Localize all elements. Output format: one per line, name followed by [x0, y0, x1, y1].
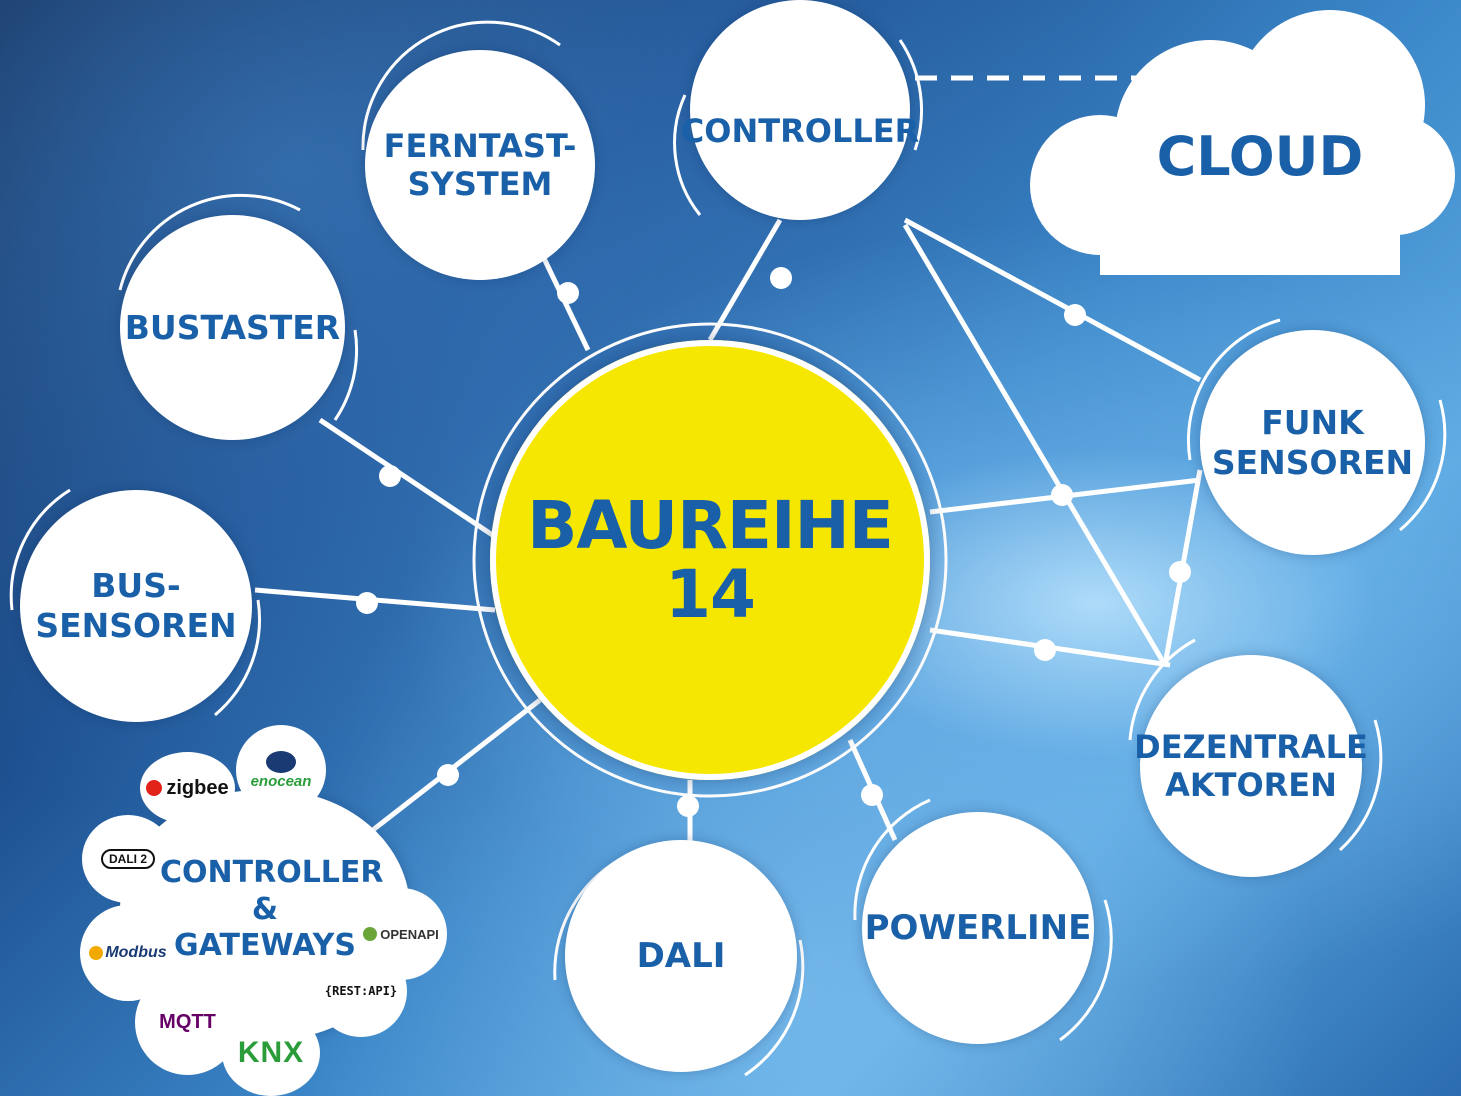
node-bus-sensoren[interactable]: BUS- SENSOREN — [20, 490, 252, 722]
node-controller[interactable]: CONTROLLER — [681, 0, 919, 220]
cloud-shape — [1030, 10, 1455, 275]
gateway-label: CONTROLLER & GATEWAYS — [160, 855, 384, 964]
node-powerline[interactable]: POWERLINE — [862, 812, 1094, 1044]
cloud-label: CLOUD — [1156, 125, 1364, 188]
node-dali-label: DALI — [636, 935, 726, 976]
node-ferntast-system[interactable]: FERNTAST- SYSTEM — [365, 50, 595, 280]
knx-logo: KNX — [222, 1010, 320, 1096]
node-ferntast-label: FERNTAST- SYSTEM — [383, 126, 577, 203]
node-funk-label: FUNK SENSOREN — [1211, 402, 1414, 482]
enocean-logo: enocean — [236, 725, 326, 815]
node-funk-sensoren[interactable]: FUNK SENSOREN — [1200, 330, 1425, 555]
node-dali[interactable]: DALI — [565, 840, 797, 1072]
node-bustaster[interactable]: BUSTASTER — [120, 215, 345, 440]
dali2-logo: DALI 2 — [82, 815, 174, 903]
node-dezentrale-label: DEZENTRALE AKTOREN — [1134, 727, 1368, 804]
node-controller-label: CONTROLLER — [680, 112, 920, 150]
modbus-logo: Modbus — [80, 905, 176, 1001]
node-dezentrale-aktoren[interactable]: DEZENTRALE AKTOREN — [1134, 655, 1368, 877]
node-bus-sensoren-label: BUS- SENSOREN — [35, 566, 237, 645]
openapi-logo: OPENAPI — [355, 888, 447, 980]
node-bustaster-label: BUSTASTER — [124, 307, 341, 347]
zigbee-logo: zigbee — [140, 752, 235, 824]
hub-baureihe-14[interactable]: BAUREIHE 14 — [490, 340, 930, 780]
hub-label: BAUREIHE 14 — [527, 486, 894, 633]
node-powerline-label: POWERLINE — [864, 907, 1092, 948]
